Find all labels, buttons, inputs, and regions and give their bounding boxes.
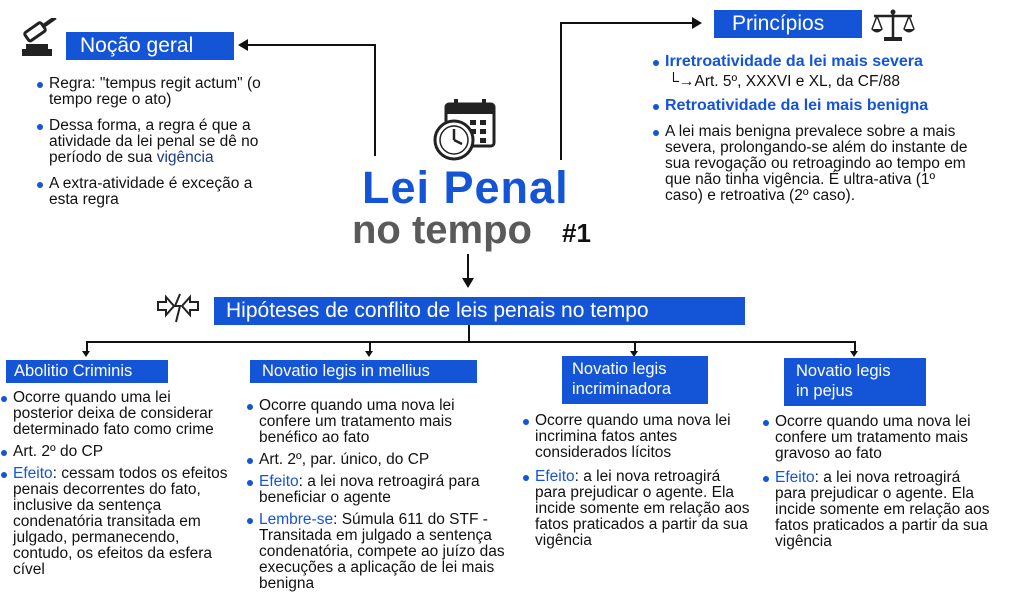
- list-item: Lembre-se: Súmula 611 do STF - Transitad…: [246, 512, 508, 592]
- calendar-clock-icon: [432, 98, 498, 167]
- main-title-number: #1: [562, 218, 591, 248]
- list-item: Dessa forma, a regra é que a atividade d…: [36, 118, 284, 166]
- pejus-title: Novatio legis in pejus: [784, 358, 926, 406]
- list-item: Ocorre quando uma nova lei confere um tr…: [246, 398, 508, 446]
- connector-principios-horizontal: [560, 22, 694, 24]
- branch-drop-4: [854, 341, 856, 353]
- nocao-title: Noção geral: [66, 32, 234, 60]
- abolitio-list: Ocorre quando uma lei posterior deixa de…: [0, 390, 235, 587]
- conflict-icon: [156, 292, 200, 331]
- list-item: Regra: "tempus regit actum" (o tempo reg…: [36, 76, 284, 108]
- branch-arrow-2: [365, 351, 373, 357]
- branch-arrow-4: [850, 351, 858, 357]
- list-item: Ocorre quando uma nova lei confere um tr…: [762, 414, 994, 462]
- principios-title: Princípios: [714, 10, 862, 38]
- list-item: Art. 2º do CP: [0, 444, 235, 460]
- list-item: Efeito: a lei nova retroagirá para benef…: [246, 474, 508, 506]
- principio-1-ref: └→Art. 5º, XXXVI e XL, da CF/88: [668, 73, 901, 90]
- list-item: Efeito: a lei nova retroagirá para preju…: [522, 469, 754, 549]
- arrowhead-down: [462, 278, 474, 288]
- abolitio-title: Abolitio Criminis: [6, 360, 168, 383]
- gavel-icon: [18, 15, 62, 63]
- pejus-list: Ocorre quando uma nova lei confere um tr…: [762, 414, 994, 559]
- mellius-list: Ocorre quando uma nova lei confere um tr…: [246, 398, 508, 601]
- branch-drop-1: [86, 341, 88, 353]
- principio-2: Retroatividade da lei mais benigna: [652, 98, 972, 114]
- main-title-line1: Lei Penal: [362, 162, 569, 213]
- principios-list: Irretroatividade da lei mais severa └→Ar…: [652, 54, 972, 213]
- branch-drop-2: [369, 341, 371, 353]
- list-item: Efeito: cessam todos os efeitos penais d…: [0, 466, 235, 578]
- list-item: A extra-atividade é exceção a esta regra: [36, 176, 284, 208]
- connector-nocao-vertical: [374, 44, 376, 156]
- list-item: Ocorre quando uma lei posterior deixa de…: [0, 390, 235, 438]
- arrowhead-principios: [692, 17, 702, 29]
- connector-nocao-horizontal: [246, 44, 375, 46]
- principio-1: Irretroatividade da lei mais severa: [652, 54, 972, 70]
- arrowhead-nocao: [238, 39, 248, 51]
- mellius-title: Novatio legis in mellius: [250, 360, 477, 383]
- branch-arrow-3: [630, 351, 638, 357]
- hipoteses-title: Hipóteses de conflito de leis penais no …: [214, 297, 745, 325]
- list-item: Ocorre quando uma nova lei incrimina fat…: [522, 413, 754, 461]
- principio-2-text: A lei mais benigna prevalece sobre a mai…: [652, 124, 972, 204]
- incriminadora-title: Novatio legis incriminadora: [562, 356, 708, 404]
- branch-drop-3: [634, 341, 636, 353]
- branch-arrow-1: [82, 351, 90, 357]
- list-item: Art. 2º, par. único, do CP: [246, 452, 508, 468]
- branch-to-hipoteses: [468, 325, 470, 341]
- list-item: Efeito: a lei nova retroagirá para preju…: [762, 470, 994, 550]
- branch-line: [86, 341, 856, 343]
- nocao-list: Regra: "tempus regit actum" (o tempo reg…: [36, 76, 284, 217]
- connector-principios-vertical: [560, 22, 562, 160]
- incriminadora-list: Ocorre quando uma nova lei incrimina fat…: [522, 413, 754, 558]
- vigencia-highlight: vigência: [156, 149, 214, 166]
- scales-icon: [870, 8, 916, 47]
- main-title-line2: no tempo: [352, 208, 532, 252]
- connector-down: [467, 254, 469, 282]
